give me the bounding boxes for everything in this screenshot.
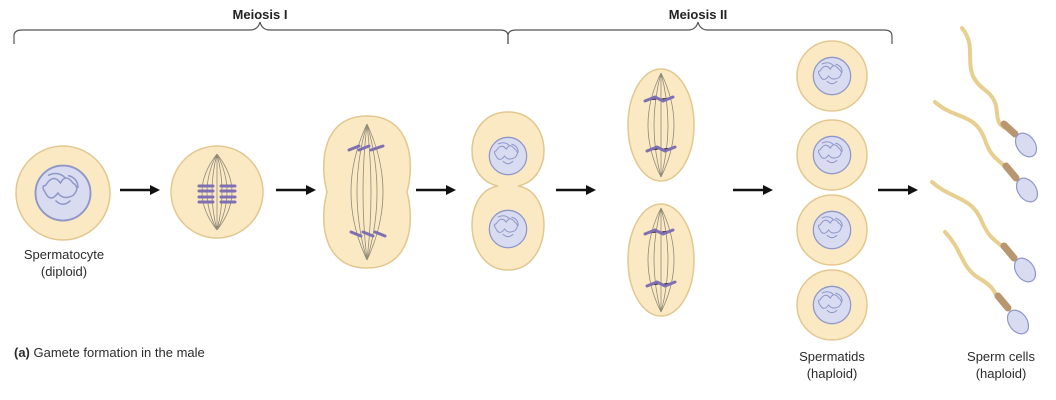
sperm-cell-3 [930, 180, 1037, 283]
spermatid-3 [796, 194, 868, 266]
spermatocyte-name: Spermatocyte [23, 247, 105, 262]
arrow-5 [733, 185, 773, 195]
sperm-cells-name: Sperm cells [967, 349, 1035, 364]
spermatids-name: Spermatids [799, 349, 865, 364]
spermatocyte-ploidy: (diploid) [40, 264, 88, 279]
spermatocyte-label: Spermatocyte (diploid) [4, 246, 124, 280]
arrow-2 [276, 185, 316, 195]
caption-text: Gamete formation in the male [33, 345, 205, 360]
meiosis-1-label: Meiosis I [232, 7, 288, 22]
sperm-cells-ploidy: (haploid) [975, 366, 1027, 381]
spermatocyte-cell [15, 145, 111, 241]
meiosis-2-cell-bottom [627, 203, 695, 317]
meiosis-2-bracket [507, 21, 893, 44]
arrow-3 [416, 185, 456, 195]
spermatid-2 [796, 119, 868, 191]
spermatid-4 [796, 269, 868, 341]
spermatid-1 [796, 40, 868, 112]
anaphase-1-cell [322, 115, 412, 269]
meiosis-1-bracket [13, 21, 509, 44]
arrow-1 [120, 185, 160, 195]
caption-tag: (a) [14, 345, 30, 360]
telophase-1-cell [471, 111, 545, 271]
chromosome-tetrads [197, 184, 237, 204]
meiosis-2-label: Meiosis II [668, 7, 728, 22]
sperm-cells-label: Sperm cells (haploid) [946, 348, 1056, 382]
arrow-6 [878, 185, 918, 195]
spermatids-ploidy: (haploid) [806, 366, 858, 381]
figure-caption: (a) Gamete formation in the male [14, 345, 205, 360]
sperm-cell-4 [943, 230, 1030, 335]
sperm-cell-2 [933, 100, 1039, 203]
sperm-cell-1 [960, 26, 1038, 158]
spermatids-label: Spermatids (haploid) [772, 348, 892, 382]
meiosis-2-cell-top [627, 68, 695, 182]
arrow-4 [556, 185, 596, 195]
metaphase-1-cell [170, 145, 264, 239]
